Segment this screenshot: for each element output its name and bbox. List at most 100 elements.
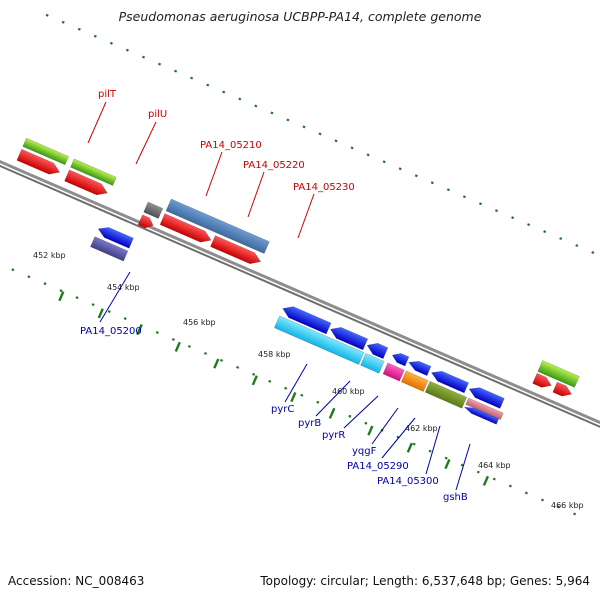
inner-tick-track	[43, 282, 47, 286]
inner-tick-track	[524, 491, 528, 495]
gene-PA14_05200-box	[90, 236, 129, 262]
outer-tick-track	[77, 27, 81, 31]
gene-red-arrow	[552, 381, 573, 397]
gene-PA14_05220-box	[165, 198, 270, 254]
major-tick	[136, 325, 143, 336]
backbone-line-lower	[0, 164, 600, 428]
outer-tick-track	[61, 20, 65, 24]
major-tick	[174, 341, 181, 352]
gene-label: PA14_05220	[243, 160, 305, 171]
kbp-scale-label: 456 kbp	[183, 318, 216, 327]
inner-tick-track	[252, 372, 256, 376]
inner-tick-track	[187, 344, 191, 348]
gene-label-leader-line	[455, 443, 471, 491]
inner-tick-track	[203, 351, 208, 355]
gene-PA14_05220-box-shape	[165, 198, 270, 254]
gene-label-leader-line	[284, 363, 308, 403]
outer-tick-track	[511, 216, 515, 220]
gene-label: pyrR	[322, 430, 345, 441]
gene-red-arrow	[64, 169, 108, 196]
outer-tick-track	[93, 34, 97, 38]
gene-label: PA14_05290	[347, 461, 409, 472]
gene-label-leader-line	[247, 171, 265, 218]
outer-tick-track	[141, 55, 146, 59]
backbone-line-upper	[0, 159, 600, 425]
inner-tick-track	[284, 386, 288, 390]
gene-blue-arrow	[97, 227, 134, 249]
inner-tick-track	[573, 512, 577, 516]
gene-blue-arrow-shape	[97, 227, 134, 249]
gene-gshB-box	[465, 397, 504, 420]
gene-gshB-arrow-shape	[463, 406, 500, 425]
major-tick	[97, 308, 104, 319]
gene-label: pilT	[98, 89, 117, 100]
gene-label-leader-line	[297, 193, 315, 239]
gene-gray-box	[143, 201, 164, 219]
kbp-scale-label: 454 kbp	[107, 283, 140, 292]
gene-pyrC-box-shape	[274, 315, 365, 365]
gene-blue-arrow	[366, 342, 389, 360]
inner-tick-track	[59, 289, 63, 293]
gene-blue-arrow	[408, 360, 432, 377]
gene-pilU-box-shape	[70, 158, 117, 186]
major-tick	[482, 475, 490, 486]
kbp-scale-label: 458 kbp	[258, 350, 291, 359]
gene-label: PA14_05200	[80, 326, 142, 337]
kbp-scale-label: 452 kbp	[33, 251, 66, 260]
outer-tick-track	[559, 237, 563, 241]
outer-tick-track	[302, 125, 306, 129]
gene-olive-box	[424, 380, 468, 409]
kbp-scale-label: 464 kbp	[478, 461, 511, 470]
outer-tick-track	[543, 230, 547, 234]
outer-tick-track	[575, 244, 579, 248]
outer-tick-track	[206, 83, 210, 87]
inner-tick-track	[460, 463, 464, 467]
gene-gray-box-shape	[143, 201, 164, 219]
gene-pyrB-arrow	[329, 327, 369, 351]
gene-pyrC-arrow-shape	[282, 306, 332, 335]
gene-red-arrow	[532, 372, 552, 388]
gene-red-arrow	[137, 214, 154, 229]
inner-tick-track	[428, 449, 432, 453]
inner-tick-track	[171, 337, 175, 342]
outer-tick-track	[527, 223, 531, 227]
major-tick	[58, 291, 65, 302]
inner-tick-track	[492, 477, 496, 481]
accession-text: Accession: NC_008463	[8, 574, 145, 588]
gene-pyrR-box	[360, 352, 385, 374]
gene-label-leader-line	[425, 425, 441, 475]
gene-label: pyrC	[271, 404, 294, 415]
inner-tick-track	[27, 275, 31, 279]
gene-pilT-box-shape	[22, 137, 70, 166]
gene-blue-arrow-shape	[468, 387, 505, 409]
outer-tick-track	[366, 153, 370, 157]
gene-PA14_05230-arrow	[210, 235, 262, 265]
outer-tick-track	[462, 195, 466, 199]
inner-tick-track	[348, 414, 352, 418]
outer-tick-track	[382, 160, 386, 164]
inner-tick-track	[300, 393, 304, 397]
outer-tick-track	[414, 174, 418, 178]
gene-label: PA14_05210	[200, 140, 262, 151]
kbp-scale-label: 462 kbp	[405, 424, 438, 433]
outer-tick-track	[334, 139, 338, 143]
gene-PA14_05290-box	[382, 362, 405, 382]
inner-tick-track	[75, 296, 79, 300]
gene-green-box	[537, 360, 580, 388]
gene-pyrC-arrow	[282, 306, 332, 335]
outer-tick-track	[286, 118, 290, 122]
inner-tick-track	[364, 421, 368, 425]
major-tick	[367, 425, 374, 436]
topology-text: Topology: circular; Length: 6,537,648 bp…	[260, 574, 590, 588]
major-tick	[444, 459, 451, 470]
gene-red-arrow-shape	[137, 214, 154, 229]
gene-green-box-shape	[537, 360, 580, 388]
gene-blue-arrow	[468, 387, 505, 409]
gene-red-arrow-shape	[16, 148, 61, 175]
outer-tick-track	[430, 181, 434, 185]
outer-tick-track	[494, 209, 499, 213]
inner-tick-track	[236, 365, 240, 369]
outer-tick-track	[109, 41, 113, 45]
major-tick	[290, 392, 297, 403]
